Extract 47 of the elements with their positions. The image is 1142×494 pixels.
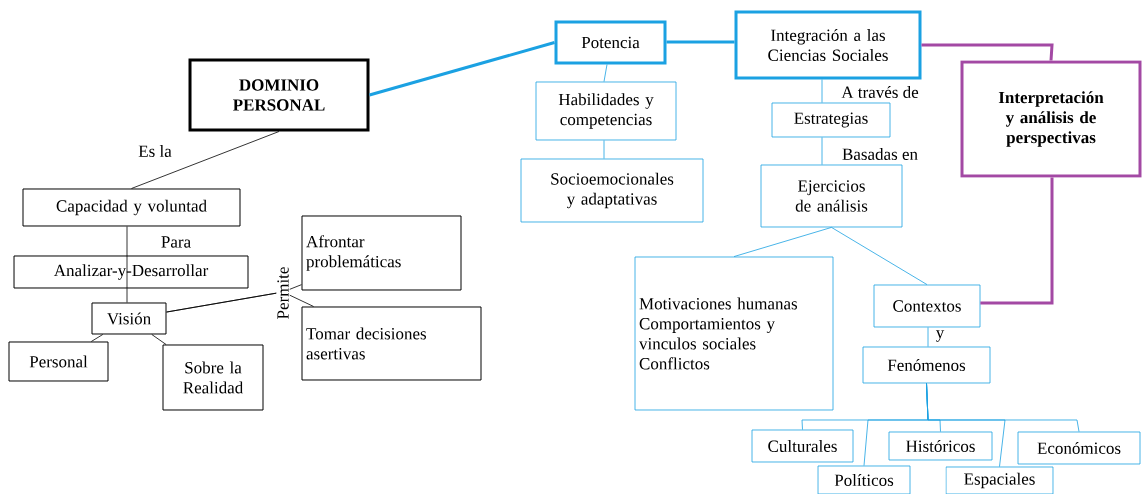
connector-line (126, 288, 128, 303)
concept-box: Capacidad y voluntad (22, 188, 241, 227)
connector-line (921, 43, 1054, 61)
connector-line (926, 383, 1080, 432)
connector-line (821, 137, 823, 165)
edge-label: y (934, 329, 946, 343)
connector-line (666, 40, 735, 44)
concept-box: Sobre la Realidad (162, 344, 264, 411)
connector-line (821, 79, 823, 103)
concept-box: Afrontar problemáticas (301, 215, 462, 291)
connector-line (733, 227, 832, 257)
connector-line (603, 64, 608, 82)
concept-box: Potencia (554, 20, 667, 65)
concept-box: Culturales (751, 429, 854, 463)
concept-box: Económicos (1017, 431, 1141, 465)
concept-box: Ejercicios de análisis (760, 164, 903, 228)
concept-box: Contextos (873, 284, 981, 328)
concept-box: Visión (91, 302, 167, 335)
edge-label: A través de (840, 85, 920, 99)
concept-box: Políticos (817, 465, 911, 494)
edge-label: Es la (137, 144, 173, 158)
connector-line (831, 227, 928, 285)
concept-box: Habilidades y competencias (535, 81, 677, 141)
connector-line (369, 41, 555, 97)
concept-box: Personal (8, 341, 109, 382)
concept-box: Analizar-y-Desarrollar (13, 255, 249, 289)
concept-box: Estrategias (771, 102, 891, 138)
concept-box: Espaciales (945, 466, 1054, 494)
concept-box: Integración a las Ciencias Sociales (734, 10, 922, 80)
connector-line (90, 334, 104, 342)
connector-line (131, 131, 280, 189)
edge-label: Basadas en (841, 147, 919, 161)
connector-line (927, 327, 929, 347)
connector-line (126, 226, 128, 289)
concept-box: Interpretación y análisis de perspectivas (960, 60, 1142, 178)
edge-label: Permite (276, 265, 290, 321)
connector-line (151, 334, 167, 345)
edge-label: Para (159, 235, 193, 249)
concept-box: Motivaciones humanas Comportamientos y vinculos sociales Conflictos (634, 256, 834, 411)
concept-box: Socioemocionales y adaptativas (520, 158, 704, 223)
connector-line (603, 140, 605, 159)
connector-line (980, 177, 1054, 305)
concept-box: Tomar decisiones asertivas (301, 306, 482, 381)
connector-line (166, 291, 314, 313)
concept-box: Históricos (888, 431, 993, 461)
concept-box: Fenómenos (862, 346, 991, 384)
title-box: DOMINIO PERSONAL (188, 58, 370, 132)
